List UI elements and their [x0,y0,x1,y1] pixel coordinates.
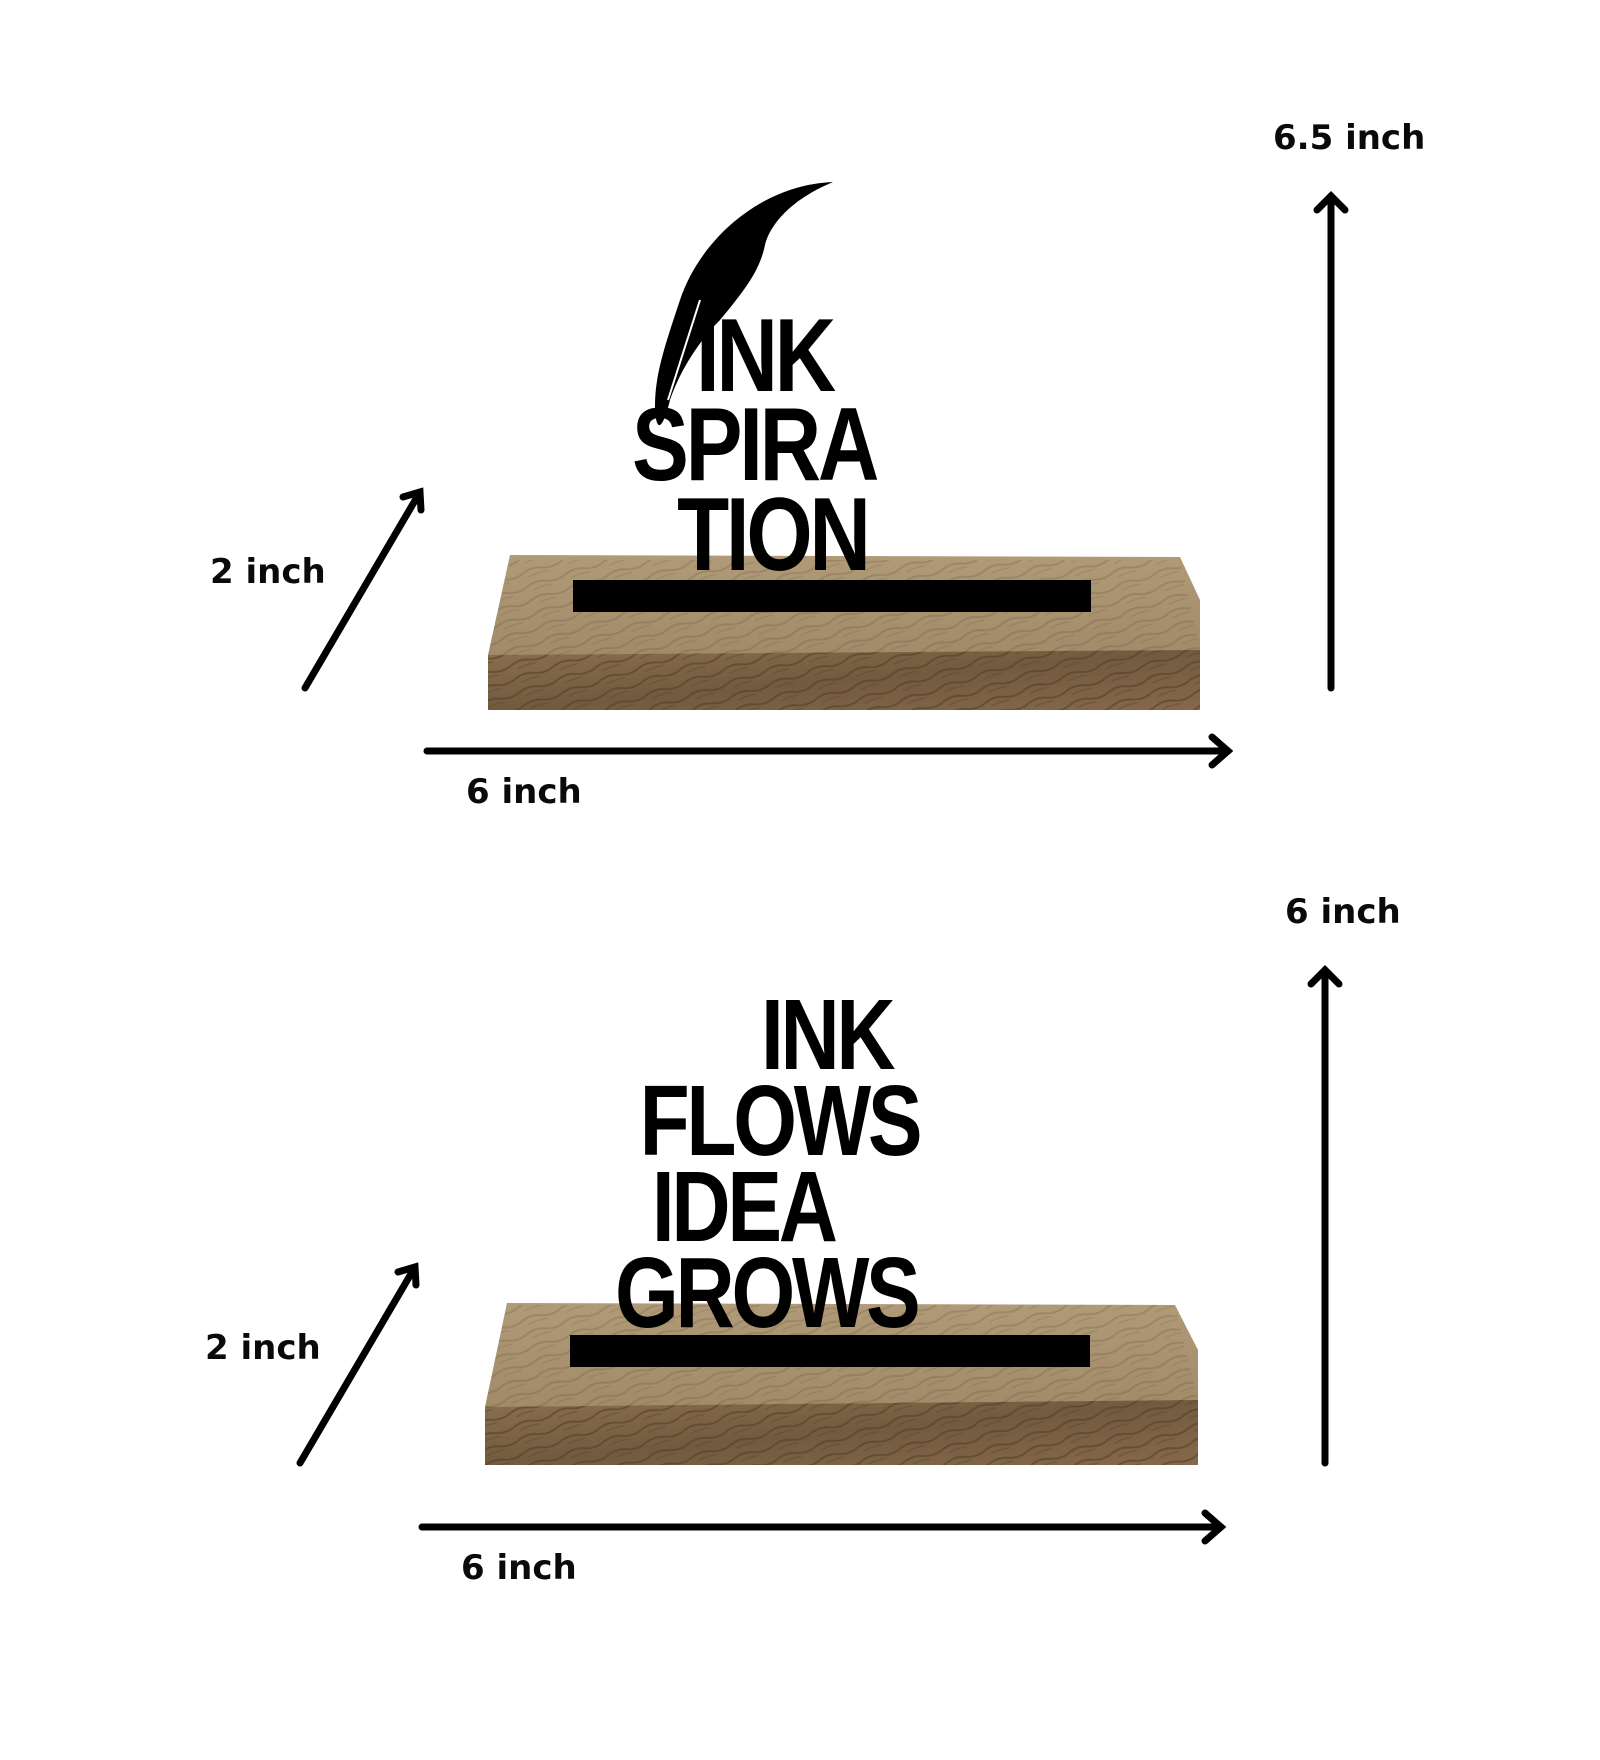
sign-text: INK FLOWS IDEA GROWS [615,979,923,1349]
depth-label: 2 inch [210,552,326,592]
product-panel-inkspiration: INK SPIRA TION 2 inch 6 inch 6.5 inch [210,118,1426,812]
sign-base-bar [573,580,1091,612]
feather-icon [655,182,833,426]
sign-line-2: SPIRA [632,387,880,504]
width-arrow [423,733,1234,769]
sign-line-4: GROWS [615,1237,921,1349]
width-label: 6 inch [461,1548,577,1588]
sign-line-3: IDEA [651,1151,838,1263]
sign-base-bar [570,1335,1090,1367]
depth-arrow [296,1262,420,1467]
height-arrow [1307,965,1343,1467]
sign-line-1: INK [760,979,896,1091]
sign-line-3: TION [677,476,871,593]
product-panel-ink-flows-idea-grows: INK FLOWS IDEA GROWS 2 inch 6 inch 6 inc… [0,880,1600,1760]
height-label: 6 inch [1285,892,1401,932]
depth-arrow [301,487,425,692]
width-label: 6 inch [466,772,582,812]
sign-line-1: INK [695,298,836,414]
sign-line-2: FLOWS [639,1065,923,1177]
height-arrow [1313,191,1349,692]
depth-label: 2 inch [205,1328,321,1368]
width-arrow [418,1509,1227,1545]
sign-text: INK SPIRA TION [632,298,880,593]
height-label: 6.5 inch [1273,118,1426,158]
